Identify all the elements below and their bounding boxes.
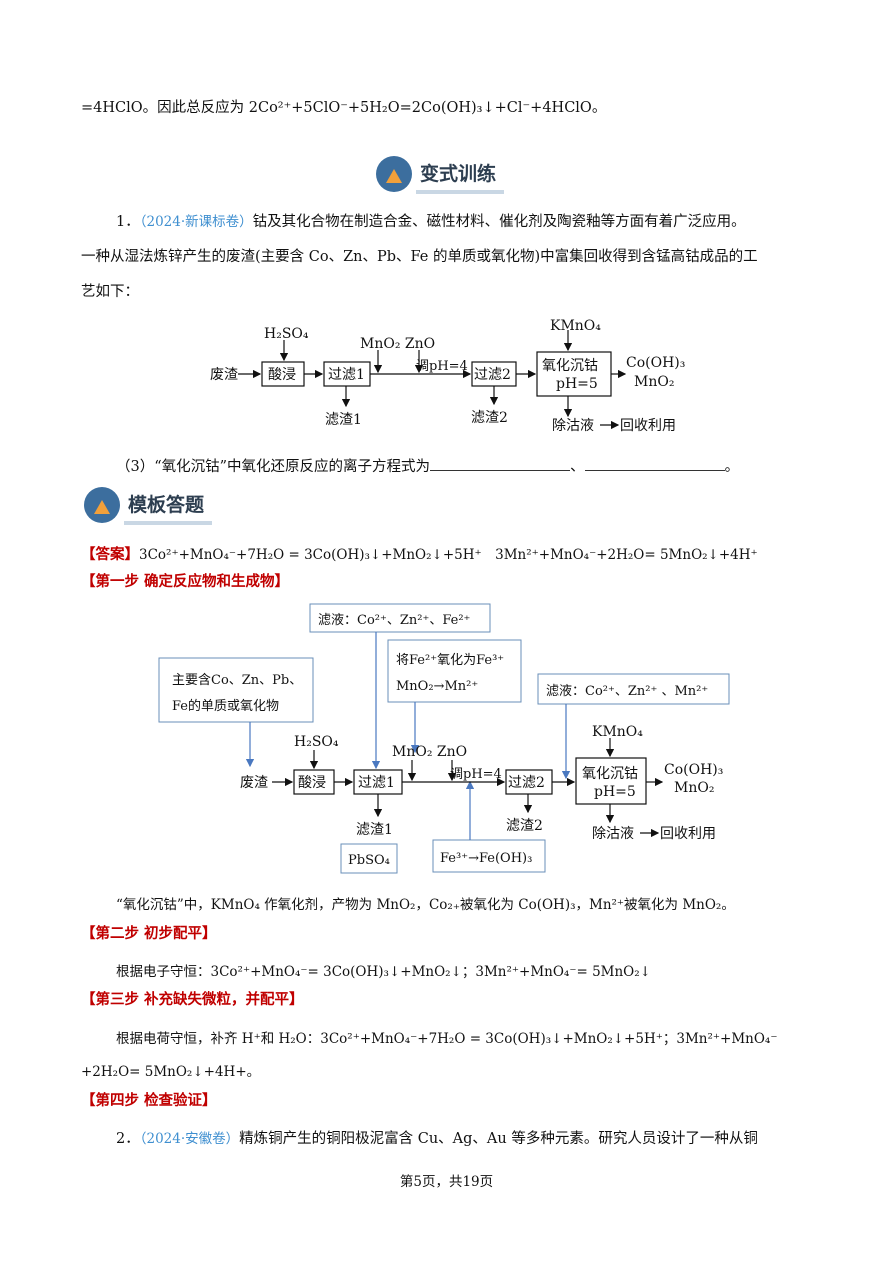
flow-ph5: pH=5 xyxy=(556,376,598,392)
flow2-oxidation: 氧化沉钴 xyxy=(582,766,638,782)
flow2-liquid: 除沽液 xyxy=(592,826,634,842)
flask-icon xyxy=(376,156,412,192)
question-text: 精炼铜产生的铜阳极泥富含 Cu、Ag、Au 等多种元素。研究人员设计了一种从铜 xyxy=(239,1131,758,1147)
flow-oxidation: 氧化沉钴 xyxy=(542,358,598,374)
banner-title: 模板答题 xyxy=(124,486,213,525)
explanation-3b: +2H₂O= 5MnO₂↓+4H+。 xyxy=(81,1064,261,1080)
flow2-residue-2: 滤渣2 xyxy=(506,818,543,834)
callout-oxid-b: MnO₂→Mn²⁺ xyxy=(396,679,478,694)
flow2-product-mno2: MnO₂ xyxy=(674,780,714,796)
template-answer-banner: 模板答题 xyxy=(84,485,213,525)
flow2-kmno4: KMnO₄ xyxy=(592,724,643,740)
flow-kmno4: KMnO₄ xyxy=(550,318,601,334)
flow2-ph5: pH=5 xyxy=(594,784,636,800)
variation-training-banner: 变式训练 xyxy=(376,154,505,194)
explanation-1: “氧化沉钴”中，KMnO₄ 作氧化剂，产物为 MnO₂，Co₂₊被氧化为 Co(… xyxy=(116,897,735,913)
question-number: 1． xyxy=(116,214,140,230)
period: 。 xyxy=(724,459,740,475)
question-number: 2． xyxy=(116,1131,140,1147)
callout-main-a: 主要含Co、Zn、Pb、 xyxy=(172,672,302,688)
flow2-adjust-ph: 调pH=4 xyxy=(450,767,502,782)
flow2-filter-1: 过滤1 xyxy=(358,775,395,791)
explanation-3a: 根据电荷守恒，补齐 H⁺和 H₂O：3Co²⁺+MnO₄⁻+7H₂O = 3Co… xyxy=(116,1031,778,1047)
flow2-reagents: MnO₂ ZnO xyxy=(392,744,467,760)
flow-recycle: 回收利用 xyxy=(620,418,676,434)
callout-filtrate-2: 滤液：Co²⁺、Zn²⁺ 、Mn²⁺ xyxy=(546,684,708,699)
callout-fe: Fe³⁺→Fe(OH)₃ xyxy=(440,851,532,866)
flow2-h2so4: H₂SO₄ xyxy=(294,734,339,750)
answer-blank-1[interactable] xyxy=(430,456,571,471)
step-2-heading: 【第二步 初步配平】 xyxy=(81,926,217,942)
question-1-line1: 1．（2024·新课标卷）钴及其化合物在制造合金、磁性材料、催化剂及陶瓷釉等方面… xyxy=(116,210,746,231)
flow2-waste: 废渣 xyxy=(240,775,268,791)
flow-filter-2: 过滤2 xyxy=(474,367,511,383)
flow-acid-leach: 酸浸 xyxy=(268,367,296,383)
flow-residue-1: 滤渣1 xyxy=(325,412,362,428)
question-source[interactable]: （2024·安徽卷） xyxy=(139,1131,240,1147)
question-2-line1: 2．（2024·安徽卷）精炼铜产生的铜阳极泥富含 Cu、Ag、Au 等多种元素。… xyxy=(116,1127,758,1148)
question-text: 钴及其化合物在制造合金、磁性材料、催化剂及陶瓷釉等方面有着广泛应用。 xyxy=(252,214,746,230)
flow-liquid: 除沽液 xyxy=(552,418,594,434)
question-source[interactable]: （2024·新课标卷） xyxy=(139,214,253,230)
flow-filter-1: 过滤1 xyxy=(328,367,365,383)
callout-filtrate-1: 滤液：Co²⁺、Zn²⁺、Fe²⁺ xyxy=(318,613,470,628)
annotated-flow-diagram: 滤液：Co²⁺、Zn²⁺、Fe²⁺ 主要含Co、Zn、Pb、 Fe的单质或氧化物… xyxy=(158,603,730,874)
step-4-heading: 【第四步 检查验证】 xyxy=(81,1093,217,1109)
flow-product-cooh3: Co(OH)₃ xyxy=(626,355,685,371)
page-number: 第5页，共19页 xyxy=(399,1174,494,1190)
flask-icon xyxy=(84,487,120,523)
flow-adjust-ph: 调pH=4 xyxy=(416,359,468,374)
process-flow-diagram: H₂SO₄ 废渣 酸浸 过滤1 MnO₂ ZnO 调pH=4 过滤2 KMnO₄… xyxy=(210,318,685,434)
previous-answer-line: =4HClO。因此总反应为 2Co²⁺+5ClO⁻+5H₂O=2Co(OH)₃↓… xyxy=(81,100,607,116)
callout-pbso4: PbSO₄ xyxy=(348,853,390,868)
flow2-acid-leach: 酸浸 xyxy=(298,775,326,791)
step-3-heading: 【第三步 补充缺失微粒，并配平】 xyxy=(81,992,304,1008)
answer-line: 【答案】3Co²⁺+MnO₄⁻+7H₂O = 3Co(OH)₃↓+MnO₂↓+5… xyxy=(81,543,758,564)
flow-waste: 废渣 xyxy=(210,367,238,383)
answer-text: 3Co²⁺+MnO₄⁻+7H₂O = 3Co(OH)₃↓+MnO₂↓+5H⁺ 3… xyxy=(139,547,758,563)
step-1-heading: 【第一步 确定反应物和生成物】 xyxy=(81,574,290,590)
callout-oxid-a: 将Fe²⁺氧化为Fe³⁺ xyxy=(396,653,504,668)
flow-product-mno2: MnO₂ xyxy=(634,374,674,390)
flow-reagents: MnO₂ ZnO xyxy=(360,336,435,352)
sub-question-3: （3）“氧化沉钴”中氧化还原反应的离子方程式为 、 。 xyxy=(116,455,739,476)
sub-question-text: （3）“氧化沉钴”中氧化还原反应的离子方程式为 xyxy=(116,459,431,475)
callout-main-b: Fe的单质或氧化物 xyxy=(172,698,279,714)
explanation-2: 根据电子守恒：3Co²⁺+MnO₄⁻= 3Co(OH)₃↓+MnO₂↓；3Mn²… xyxy=(116,964,651,980)
flow2-recycle: 回收利用 xyxy=(660,826,716,842)
question-1-line3: 艺如下： xyxy=(81,284,139,300)
flow-h2so4: H₂SO₄ xyxy=(264,326,309,342)
answer-tag: 【答案】 xyxy=(81,547,139,563)
answer-blank-2[interactable] xyxy=(584,456,725,471)
flow2-residue-1: 滤渣1 xyxy=(356,822,393,838)
separator: 、 xyxy=(570,459,585,475)
question-1-line2: 一种从湿法炼锌产生的废渣(主要含 Co、Zn、Pb、Fe 的单质或氧化物)中富集… xyxy=(81,249,758,265)
flow-residue-2: 滤渣2 xyxy=(471,410,508,426)
banner-title: 变式训练 xyxy=(416,155,505,194)
flow2-product-cooh3: Co(OH)₃ xyxy=(664,762,723,778)
flow2-filter-2: 过滤2 xyxy=(508,775,545,791)
